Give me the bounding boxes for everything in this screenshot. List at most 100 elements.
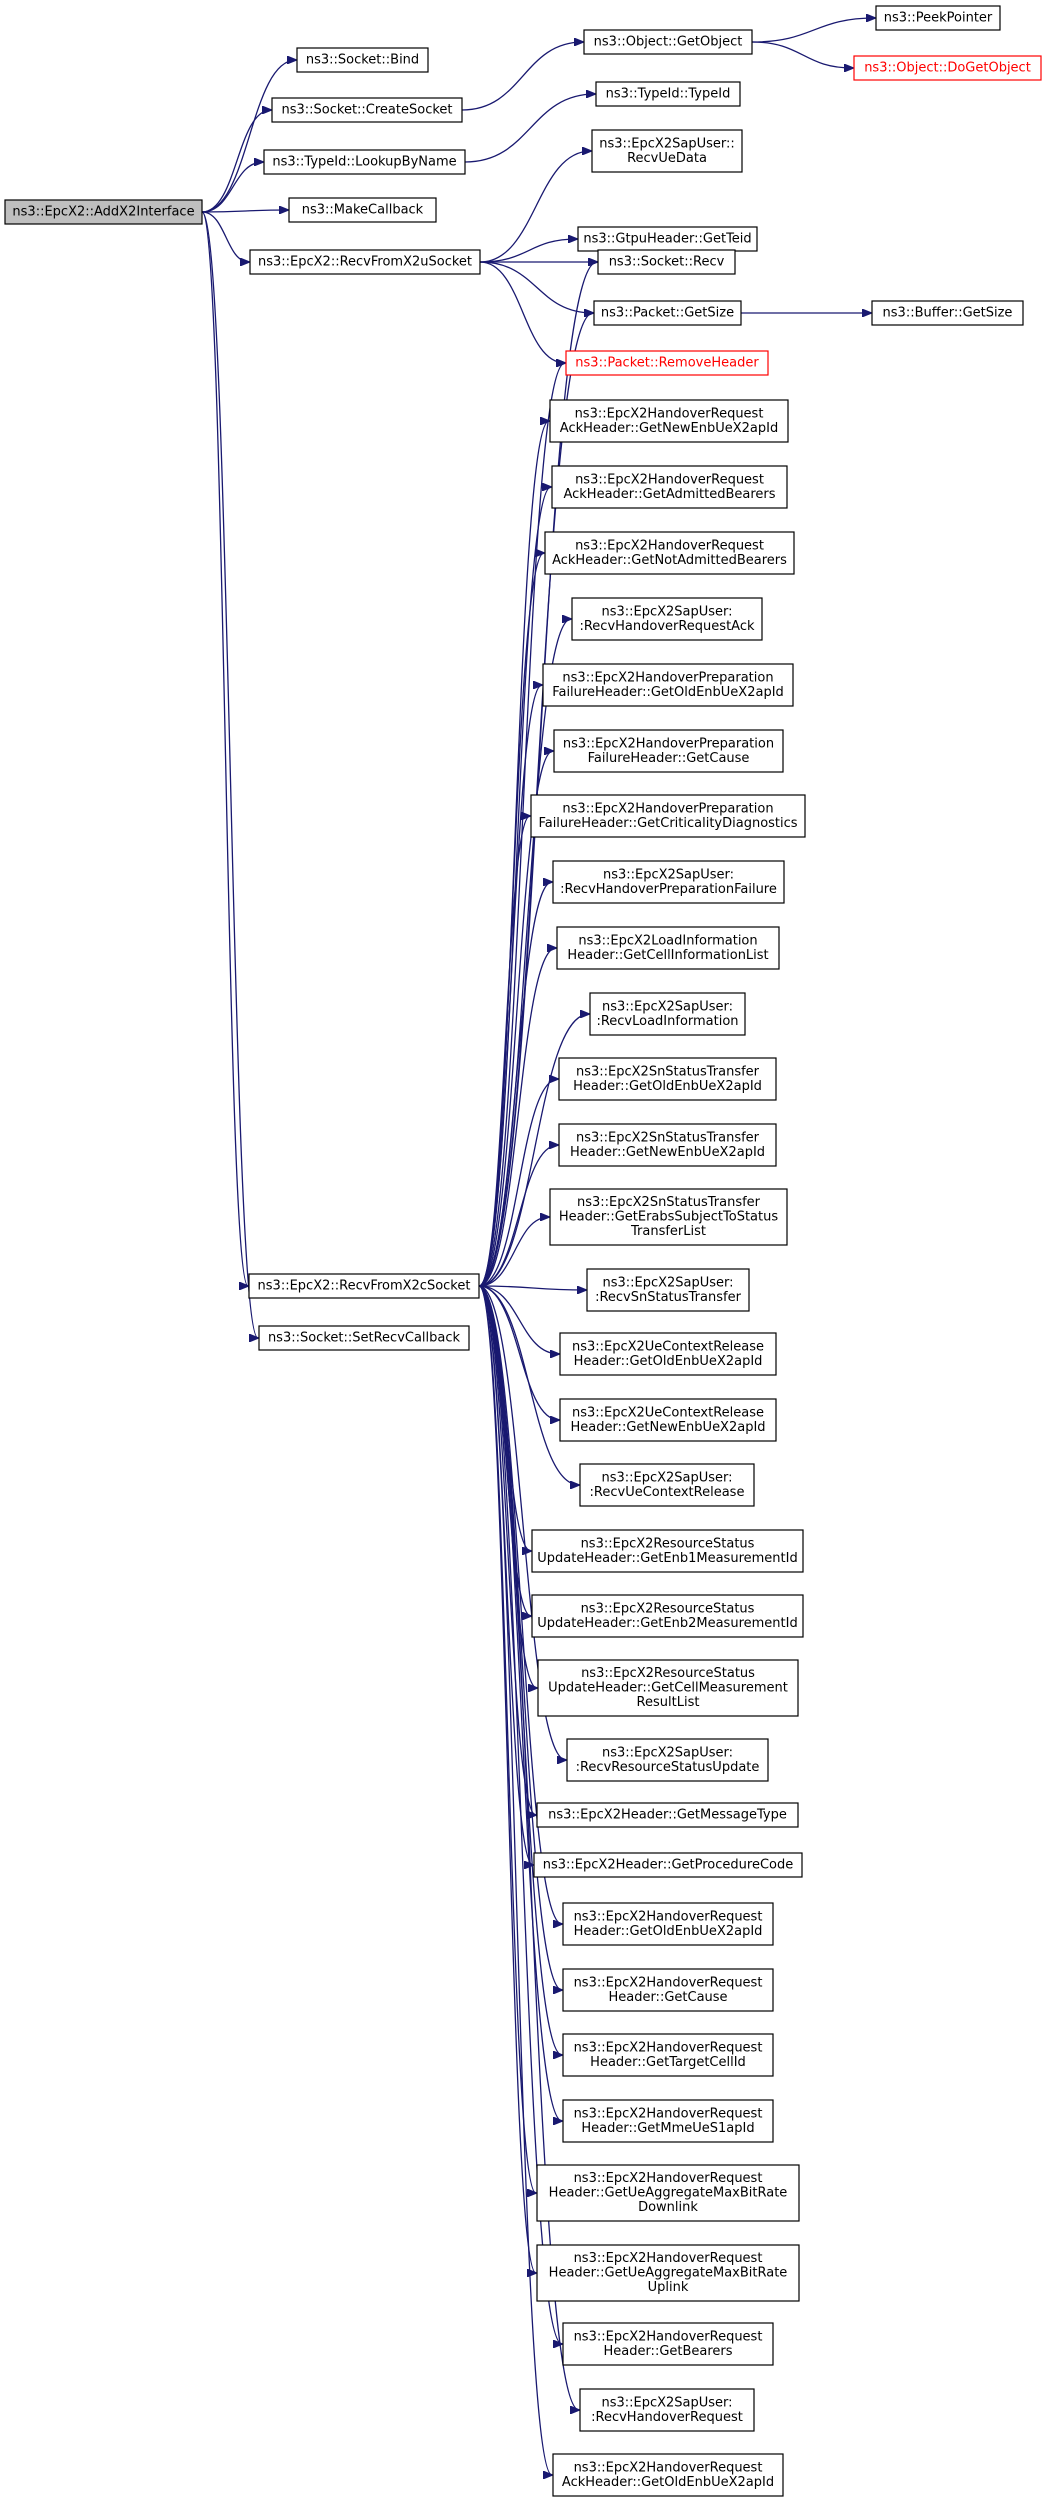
- node-box: [551, 465, 788, 509]
- node-recvfromx2c[interactable]: ns3::EpcX2::RecvFromX2cSocket: [248, 1273, 480, 1299]
- node-box: [558, 1057, 777, 1101]
- node-t19[interactable]: ns3::EpcX2ResourceStatusUpdateHeader::Ge…: [531, 1594, 804, 1638]
- node-box: [595, 81, 741, 107]
- node-makecallback[interactable]: ns3::MakeCallback: [288, 197, 437, 223]
- node-bind[interactable]: ns3::Socket::Bind: [296, 47, 429, 73]
- node-setrecvcallback[interactable]: ns3::Socket::SetRecvCallback: [258, 1325, 470, 1351]
- node-t30[interactable]: ns3::EpcX2HandoverRequestHeader::GetBear…: [562, 2322, 774, 2366]
- node-label-line: :RecvResourceStatusUpdate: [576, 1760, 760, 1775]
- node-label-line: ns3::TypeId::TypeId: [606, 87, 731, 102]
- node-label-line: ns3::EpcX2HandoverRequest: [575, 538, 764, 553]
- node-t8[interactable]: ns3::EpcX2SapUser::RecvHandoverPreparati…: [552, 860, 785, 904]
- node-t22[interactable]: ns3::EpcX2Header::GetMessageType: [536, 1802, 799, 1828]
- node-t7[interactable]: ns3::EpcX2HandoverPreparationFailureHead…: [530, 794, 806, 838]
- node-t11[interactable]: ns3::EpcX2SnStatusTransferHeader::GetOld…: [558, 1057, 777, 1101]
- node-box: [586, 1268, 750, 1312]
- node-t13[interactable]: ns3::EpcX2SnStatusTransferHeader::GetEra…: [549, 1188, 788, 1246]
- edge-addx2-to-recvfromx2c: [201, 211, 248, 1286]
- node-label-line: ns3::EpcX2HandoverRequest: [575, 406, 764, 421]
- node-label-line: Header::GetNewEnbUeX2apId: [570, 1145, 765, 1160]
- node-box: [533, 1852, 803, 1878]
- node-box: [597, 249, 736, 275]
- node-createsocket[interactable]: ns3::Socket::CreateSocket: [271, 97, 463, 123]
- node-label-line: ns3::EpcX2::RecvFromX2uSocket: [258, 255, 472, 270]
- node-label-line: UpdateHeader::GetEnb2MeasurementId: [537, 1616, 797, 1631]
- edge-addx2-to-recvfromx2u: [201, 211, 249, 262]
- node-t18[interactable]: ns3::EpcX2ResourceStatusUpdateHeader::Ge…: [531, 1529, 804, 1573]
- node-recvuedata[interactable]: ns3::EpcX2SapUser::RecvUeData: [591, 129, 743, 173]
- node-t26[interactable]: ns3::EpcX2HandoverRequestHeader::GetTarg…: [562, 2033, 774, 2077]
- node-label-line: ns3::EpcX2HandoverPreparation: [563, 736, 774, 751]
- node-t12[interactable]: ns3::EpcX2SnStatusTransferHeader::GetNew…: [558, 1123, 777, 1167]
- node-label-line: ns3::Packet::GetSize: [601, 306, 734, 321]
- node-box: [562, 1968, 774, 2012]
- edge-addx2-to-bind: [201, 60, 296, 213]
- node-label-line: ns3::EpcX2UeContextRelease: [572, 1339, 764, 1354]
- node-label-line: RecvUeData: [627, 151, 707, 166]
- node-label-line: ns3::PeekPointer: [884, 11, 993, 26]
- node-t20[interactable]: ns3::EpcX2ResourceStatusUpdateHeader::Ge…: [537, 1659, 799, 1717]
- node-label-line: Header::GetCause: [608, 1990, 727, 2005]
- node-t5[interactable]: ns3::EpcX2HandoverPreparationFailureHead…: [542, 663, 794, 707]
- node-t31[interactable]: ns3::EpcX2SapUser::RecvHandoverRequest: [579, 2388, 755, 2432]
- node-typeid[interactable]: ns3::TypeId::TypeId: [595, 81, 741, 107]
- node-addx2[interactable]: ns3::EpcX2::AddX2Interface: [4, 199, 203, 225]
- edge-recvfromx2c-to-t8: [478, 882, 552, 1287]
- node-label-line: ns3::EpcX2HandoverRequest: [574, 2106, 763, 2121]
- node-t29[interactable]: ns3::EpcX2HandoverRequestHeader::GetUeAg…: [536, 2244, 800, 2302]
- node-t25[interactable]: ns3::EpcX2HandoverRequestHeader::GetCaus…: [562, 1968, 774, 2012]
- node-t3[interactable]: ns3::EpcX2HandoverRequestAckHeader::GetN…: [544, 531, 795, 575]
- node-t10[interactable]: ns3::EpcX2SapUser::RecvLoadInformation: [589, 992, 746, 1036]
- node-box: [559, 1398, 777, 1442]
- node-label-line: Header::GetErabsSubjectToStatus: [559, 1210, 779, 1225]
- node-removeheader[interactable]: ns3::Packet::RemoveHeader: [565, 350, 769, 376]
- node-label-line: AckHeader::GetOldEnbUeX2apId: [562, 2475, 774, 2490]
- node-getobject[interactable]: ns3::Object::GetObject: [583, 29, 753, 55]
- node-box: [577, 226, 758, 252]
- edge-recvfromx2c-to-t14: [478, 1285, 586, 1290]
- node-t27[interactable]: ns3::EpcX2HandoverRequestHeader::GetMmeU…: [562, 2099, 774, 2143]
- node-t28[interactable]: ns3::EpcX2HandoverRequestHeader::GetUeAg…: [536, 2164, 800, 2222]
- node-t1[interactable]: ns3::EpcX2HandoverRequestAckHeader::GetN…: [549, 399, 789, 443]
- node-t17[interactable]: ns3::EpcX2SapUser::RecvUeContextRelease: [579, 1463, 755, 1507]
- node-t21[interactable]: ns3::EpcX2SapUser::RecvResourceStatusUpd…: [566, 1738, 769, 1782]
- node-label-line: TransferList: [630, 1224, 706, 1239]
- node-dogetobject[interactable]: ns3::Object::DoGetObject: [853, 55, 1042, 81]
- node-label-line: ns3::EpcX2HandoverPreparation: [562, 801, 773, 816]
- node-recvfromx2u[interactable]: ns3::EpcX2::RecvFromX2uSocket: [249, 249, 481, 275]
- node-lookupbyname[interactable]: ns3::TypeId::LookupByName: [263, 149, 466, 175]
- node-t23[interactable]: ns3::EpcX2Header::GetProcedureCode: [533, 1852, 803, 1878]
- node-label-line: Downlink: [638, 2200, 698, 2215]
- node-peekpointer[interactable]: ns3::PeekPointer: [875, 5, 1001, 31]
- node-label-line: Header::GetCellInformationList: [567, 948, 768, 963]
- node-box: [552, 2453, 784, 2497]
- node-label-line: ns3::EpcX2SapUser:: [601, 2395, 732, 2410]
- node-label-line: ns3::EpcX2SapUser::: [599, 136, 734, 151]
- node-t2[interactable]: ns3::EpcX2HandoverRequestAckHeader::GetA…: [551, 465, 788, 509]
- edge-addx2-to-lookupbyname: [201, 162, 263, 213]
- node-box: [556, 926, 780, 970]
- node-getsize[interactable]: ns3::Packet::GetSize: [593, 300, 742, 326]
- node-box: [552, 860, 785, 904]
- node-label-line: ns3::Socket::Bind: [306, 53, 419, 68]
- node-t24[interactable]: ns3::EpcX2HandoverRequestHeader::GetOldE…: [562, 1902, 774, 1946]
- node-t6[interactable]: ns3::EpcX2HandoverPreparationFailureHead…: [553, 729, 784, 773]
- edge-recvfromx2c-to-t5: [478, 685, 542, 1287]
- node-label-line: ns3::Socket::SetRecvCallback: [268, 1331, 461, 1346]
- node-label-line: UpdateHeader::GetEnb1MeasurementId: [537, 1551, 797, 1566]
- edge-recvfromx2c-to-t9: [478, 948, 556, 1287]
- node-label-line: :RecvUeContextRelease: [590, 1485, 745, 1500]
- node-t4[interactable]: ns3::EpcX2SapUser::RecvHandoverRequestAc…: [571, 597, 763, 641]
- node-socketrecv[interactable]: ns3::Socket::Recv: [597, 249, 736, 275]
- node-label-line: :RecvHandoverRequest: [591, 2410, 743, 2425]
- node-t14[interactable]: ns3::EpcX2SapUser::RecvSnStatusTransfer: [586, 1268, 750, 1312]
- node-t32[interactable]: ns3::EpcX2HandoverRequestAckHeader::GetO…: [552, 2453, 784, 2497]
- node-label-line: ns3::EpcX2UeContextRelease: [572, 1405, 764, 1420]
- node-buffergetsize[interactable]: ns3::Buffer::GetSize: [871, 300, 1024, 326]
- node-t9[interactable]: ns3::EpcX2LoadInformationHeader::GetCell…: [556, 926, 780, 970]
- node-label-line: ns3::EpcX2ResourceStatus: [581, 1536, 755, 1551]
- node-label-line: Header::GetUeAggregateMaxBitRate: [549, 2266, 788, 2281]
- node-t16[interactable]: ns3::EpcX2UeContextReleaseHeader::GetNew…: [559, 1398, 777, 1442]
- node-getteid[interactable]: ns3::GtpuHeader::GetTeid: [577, 226, 758, 252]
- node-t15[interactable]: ns3::EpcX2UeContextReleaseHeader::GetOld…: [559, 1332, 777, 1376]
